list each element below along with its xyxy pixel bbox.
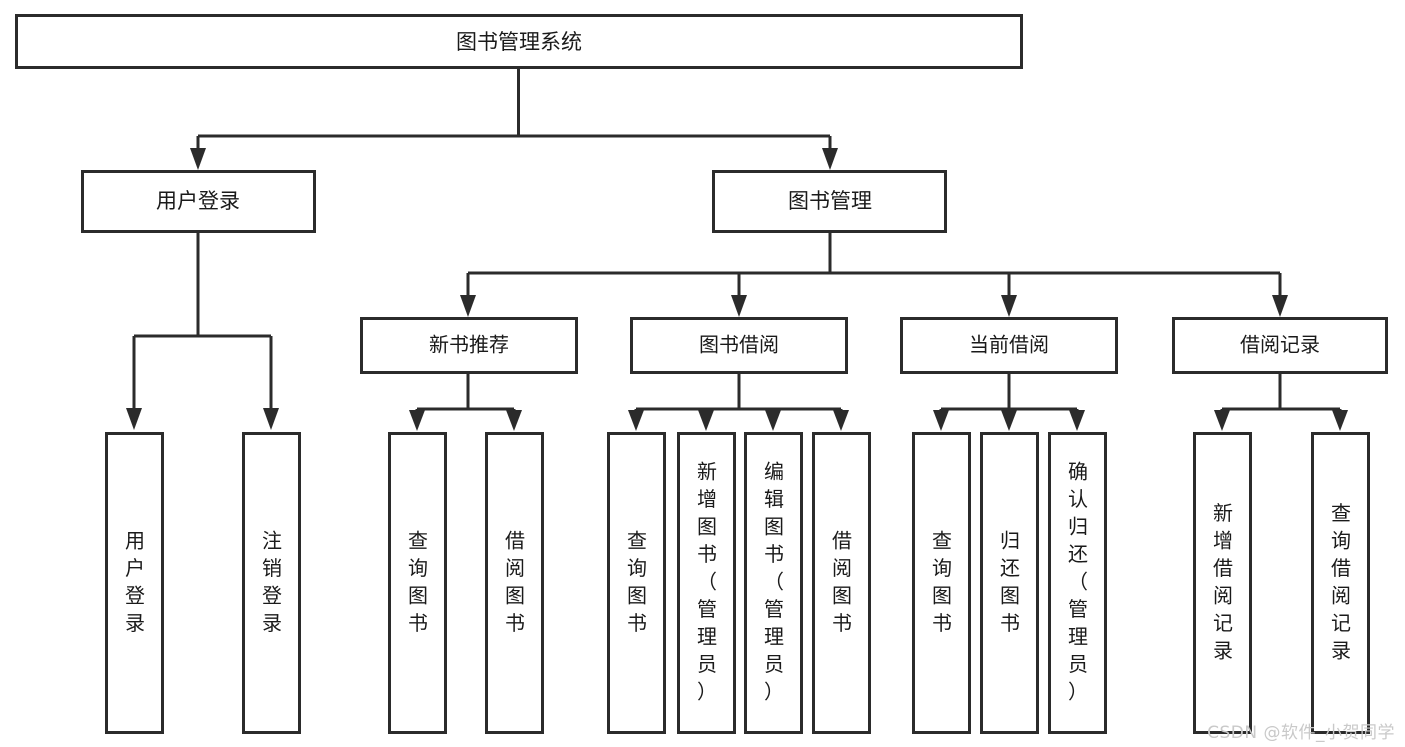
node-root-label: 图书管理系统 [456, 30, 582, 54]
arrow-head-leaf-query-book-2 [628, 410, 644, 431]
node-current-borrow[interactable]: 当前借阅 [900, 317, 1118, 374]
leaf-borrow-book-2-label: 借阅图书 [832, 528, 852, 635]
arrow-head-leaf-query-book-3 [933, 410, 949, 431]
leaf-query-book-3-box[interactable] [912, 432, 971, 734]
leaf-layer [105, 432, 1370, 734]
arrow-head-borrow-record [1272, 295, 1288, 317]
arrow-head-book-borrow [731, 295, 747, 317]
node-book-manage[interactable]: 图书管理 [712, 170, 947, 233]
node-book-manage-label: 图书管理 [788, 189, 872, 213]
leaf-add-book-label: 新增图书（管理员） [697, 460, 717, 704]
node-new-book-recommend-label: 新书推荐 [429, 333, 509, 357]
arrow-head-leaf-confirm-return [1069, 410, 1085, 431]
node-new-book-recommend-box[interactable] [360, 317, 578, 374]
arrow-head-book-manage [822, 148, 838, 170]
node-book-borrow[interactable]: 图书借阅 [630, 317, 848, 374]
arrow-head-new-book-recommend [460, 295, 476, 317]
arrow-head-leaf-logout-login [263, 408, 279, 430]
leaf-query-record-box[interactable] [1311, 432, 1370, 734]
leaf-edit-book-label: 编辑图书（管理员） [764, 460, 784, 704]
leaf-query-book-2-label: 查询图书 [627, 528, 647, 635]
node-user-login-label: 用户登录 [156, 189, 240, 213]
leaf-borrow-book-1-box[interactable] [485, 432, 544, 734]
leaf-query-book-1-label: 查询图书 [408, 528, 428, 635]
node-user-login-box[interactable] [81, 170, 316, 233]
leaf-return-book-label: 归还图书 [1000, 528, 1020, 635]
node-book-borrow-box[interactable] [630, 317, 848, 374]
node-borrow-record-box[interactable] [1172, 317, 1388, 374]
leaf-query-book-2-box[interactable] [607, 432, 666, 734]
arrow-head-leaf-query-book-1 [409, 410, 425, 431]
arrow-head-leaf-add-record [1214, 410, 1230, 431]
leaf-user-login-label: 用户登录 [125, 528, 145, 635]
node-new-book-recommend[interactable]: 新书推荐 [360, 317, 578, 374]
leaf-user-login-box[interactable] [105, 432, 164, 734]
node-root-box[interactable] [15, 14, 1023, 69]
node-current-borrow-label: 当前借阅 [969, 333, 1049, 357]
arrow-head-leaf-add-book [698, 410, 714, 431]
arrow-head-user-login [190, 148, 206, 170]
leaf-borrow-book-2-box[interactable] [812, 432, 871, 734]
node-user-login[interactable]: 用户登录 [81, 170, 316, 233]
leaf-add-record-box[interactable] [1193, 432, 1252, 734]
arrow-head-leaf-query-record [1332, 410, 1348, 431]
leaf-add-record-label: 新增借阅记录 [1213, 501, 1233, 663]
csdn-watermark: CSDN @软件_小贺同学 [1207, 723, 1395, 743]
node-book-manage-box[interactable] [712, 170, 947, 233]
node-book-borrow-label: 图书借阅 [699, 333, 779, 357]
leaf-return-book-box[interactable] [980, 432, 1039, 734]
leaf-logout-login-label: 注销登录 [262, 528, 282, 635]
node-borrow-record[interactable]: 借阅记录 [1172, 317, 1388, 374]
leaf-edit-book-box[interactable] [744, 432, 803, 734]
leaf-query-book-1-box[interactable] [388, 432, 447, 734]
arrow-head-leaf-user-login [126, 408, 142, 430]
arrow-head-leaf-return-book [1001, 410, 1017, 431]
node-current-borrow-box[interactable] [900, 317, 1118, 374]
arrow-head-leaf-borrow-book-1 [506, 410, 522, 431]
node-root[interactable]: 图书管理系统 [15, 14, 1023, 69]
arrow-head-current-borrow [1001, 295, 1017, 317]
leaf-query-book-3-label: 查询图书 [932, 528, 952, 635]
connector-layer [126, 68, 1348, 431]
node-borrow-record-label: 借阅记录 [1240, 333, 1320, 357]
leaf-label-layer: 用户登录 注销登录 查询图书 借阅图书 查询图书 新增图书（管理员） 编辑图书（… [125, 460, 1351, 704]
leaf-add-book-box[interactable] [677, 432, 736, 734]
leaf-query-record-label: 查询借阅记录 [1331, 501, 1351, 663]
leaf-confirm-return-box[interactable] [1048, 432, 1107, 734]
leaf-confirm-return-label: 确认归还（管理员） [1068, 460, 1088, 704]
arrow-head-leaf-borrow-book-2 [833, 410, 849, 431]
arrow-head-leaf-edit-book [765, 410, 781, 431]
leaf-logout-login-box[interactable] [242, 432, 301, 734]
leaf-borrow-book-1-label: 借阅图书 [505, 528, 525, 635]
